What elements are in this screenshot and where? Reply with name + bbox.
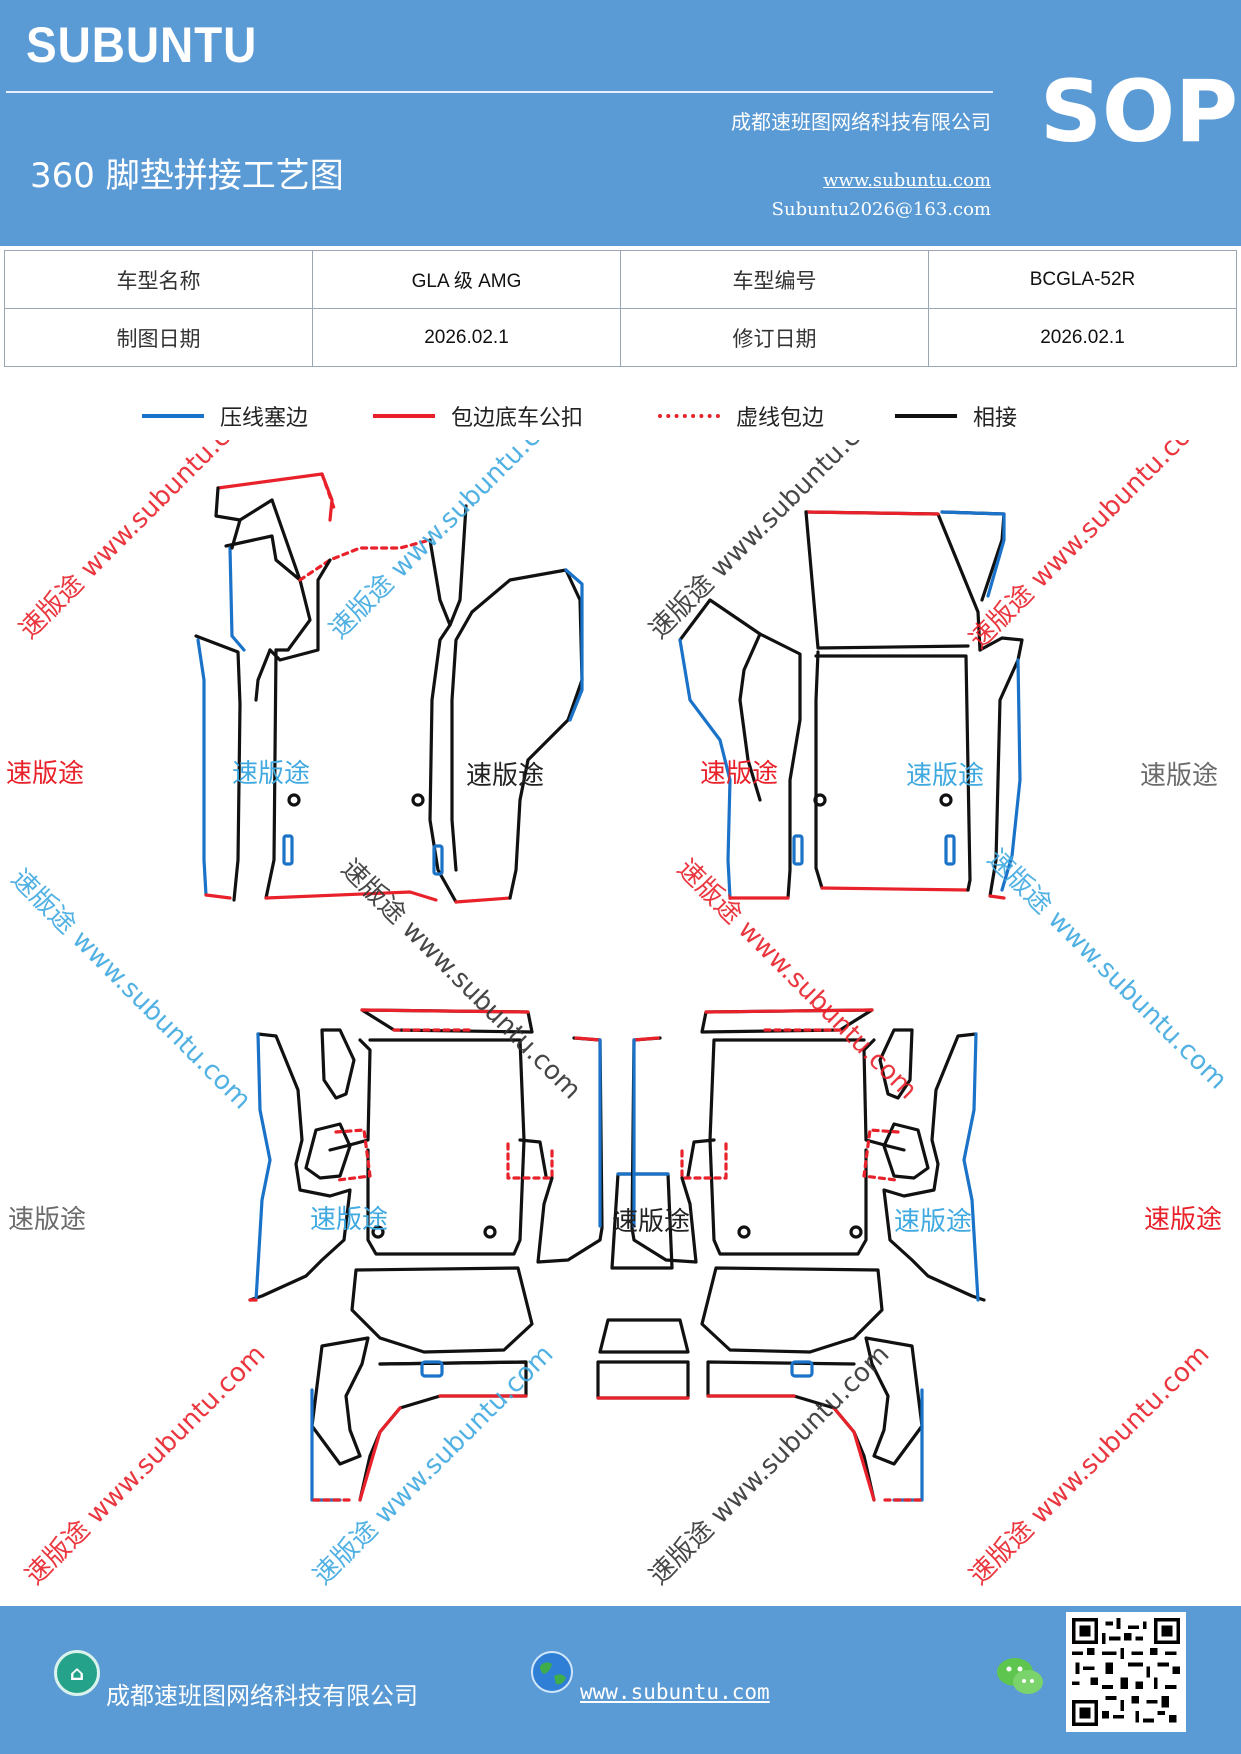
watermark-diagonal: 速版途 www.subuntu.com	[14, 440, 266, 645]
vehicle-info-table: 车型名称 GLA 级 AMG 车型编号 BCGLA-52R 制图日期 2026.…	[4, 250, 1237, 367]
front-right-mat	[678, 510, 1024, 900]
watermark-diagonal: 速版途 www.subuntu.com	[5, 864, 257, 1116]
front-left-mat	[194, 472, 584, 904]
header-email[interactable]: Subuntu2026@163.com	[771, 199, 991, 220]
center-pieces	[596, 1172, 690, 1400]
legend-label: 压线塞边	[220, 406, 309, 431]
watermark-label: 速版途	[894, 1207, 972, 1237]
legend-label: 虚线包边	[736, 406, 825, 431]
rear-left-mat	[248, 1008, 604, 1502]
header-company: 成都速班图网络科技有限公司	[731, 110, 991, 134]
page-title: 360 脚垫拼接工艺图	[30, 156, 344, 196]
watermark-label: 速版途	[310, 1205, 388, 1235]
watermark-label: 速版途	[612, 1207, 690, 1237]
watermark-diagonal: 速版途 www.subuntu.com	[20, 1339, 272, 1591]
legend-item: 压线塞边	[142, 400, 308, 432]
legend-label: 相接	[973, 406, 1018, 431]
revision-date-label: 修订日期	[620, 308, 929, 367]
model-code-label: 车型编号	[620, 250, 929, 309]
model-name-label: 车型名称	[4, 250, 313, 309]
rear-right-mat	[630, 1008, 986, 1502]
legend-swatch-dotted	[658, 414, 720, 418]
footer-website-link[interactable]: www.subuntu.com	[580, 1680, 770, 1704]
drawing-date-value: 2026.02.1	[312, 308, 621, 367]
home-icon: ⌂	[54, 1650, 100, 1696]
mat-splice-diagram: 速版途 速版途 速版途 速版途 速版途 速版途 速版途 速版途 速版途 速版途 …	[5, 440, 1233, 1591]
globe-icon	[531, 1651, 573, 1693]
header-website-link[interactable]: www.subuntu.com	[823, 170, 991, 191]
watermark-label: 速版途	[6, 759, 84, 789]
legend-item: 虚线包边	[658, 400, 824, 432]
watermark-label: 速版途	[700, 759, 778, 789]
doc-type: SOP	[1040, 62, 1239, 162]
legend-swatch-red	[373, 414, 435, 418]
watermark-diagonal: 速版途 www.subuntu.com	[964, 1339, 1216, 1591]
qr-code[interactable]	[1066, 1612, 1186, 1732]
legend-item: 包边底车公扣	[373, 400, 583, 432]
watermark-diagonal: 速版途 www.subuntu.com	[335, 854, 587, 1106]
watermark-diagonal: 速版途 www.subuntu.com	[644, 1339, 896, 1591]
model-code-value: BCGLA-52R	[928, 250, 1237, 309]
legend-item: 相接	[895, 400, 1017, 432]
table-row: 车型名称 GLA 级 AMG 车型编号 BCGLA-52R	[4, 250, 1237, 309]
legend-label: 包边底车公扣	[451, 406, 584, 431]
wechat-icon	[997, 1658, 1043, 1694]
footer-company: 成都速班图网络科技有限公司	[106, 1682, 418, 1710]
watermark-label: 速版途	[466, 761, 544, 791]
watermark-label: 速版途	[8, 1205, 86, 1235]
watermark-label: 速版途	[232, 759, 310, 789]
watermark-label: 速版途	[1144, 1205, 1222, 1235]
watermark-diagonal: 速版途 www.subuntu.com	[671, 854, 923, 1106]
model-name-value: GLA 级 AMG	[312, 250, 621, 309]
drawing-date-label: 制图日期	[4, 308, 313, 367]
watermark-diagonal: 速版途 www.subuntu.com	[981, 844, 1233, 1096]
watermark-diagonal: 速版途 www.subuntu.com	[644, 440, 896, 645]
header-banner: SUBUNTU SOP 360 脚垫拼接工艺图 成都速班图网络科技有限公司 ww…	[0, 0, 1241, 246]
header-divider	[6, 91, 993, 93]
revision-date-value: 2026.02.1	[928, 308, 1237, 367]
watermark-label: 速版途	[1140, 761, 1218, 791]
footer-banner: ⌂ 成都速班图网络科技有限公司 www.subuntu.com	[0, 1606, 1241, 1754]
legend-swatch-blue	[142, 414, 204, 418]
table-row: 制图日期 2026.02.1 修订日期 2026.02.1	[4, 308, 1237, 367]
legend-swatch-black	[895, 414, 957, 418]
watermark-label: 速版途	[906, 761, 984, 791]
watermark-diagonal: 速版途 www.subuntu.com	[324, 440, 576, 645]
brand-logo: SUBUNTU	[26, 17, 258, 73]
line-legend: 压线塞边 包边底车公扣 虚线包边 相接	[0, 400, 1241, 440]
